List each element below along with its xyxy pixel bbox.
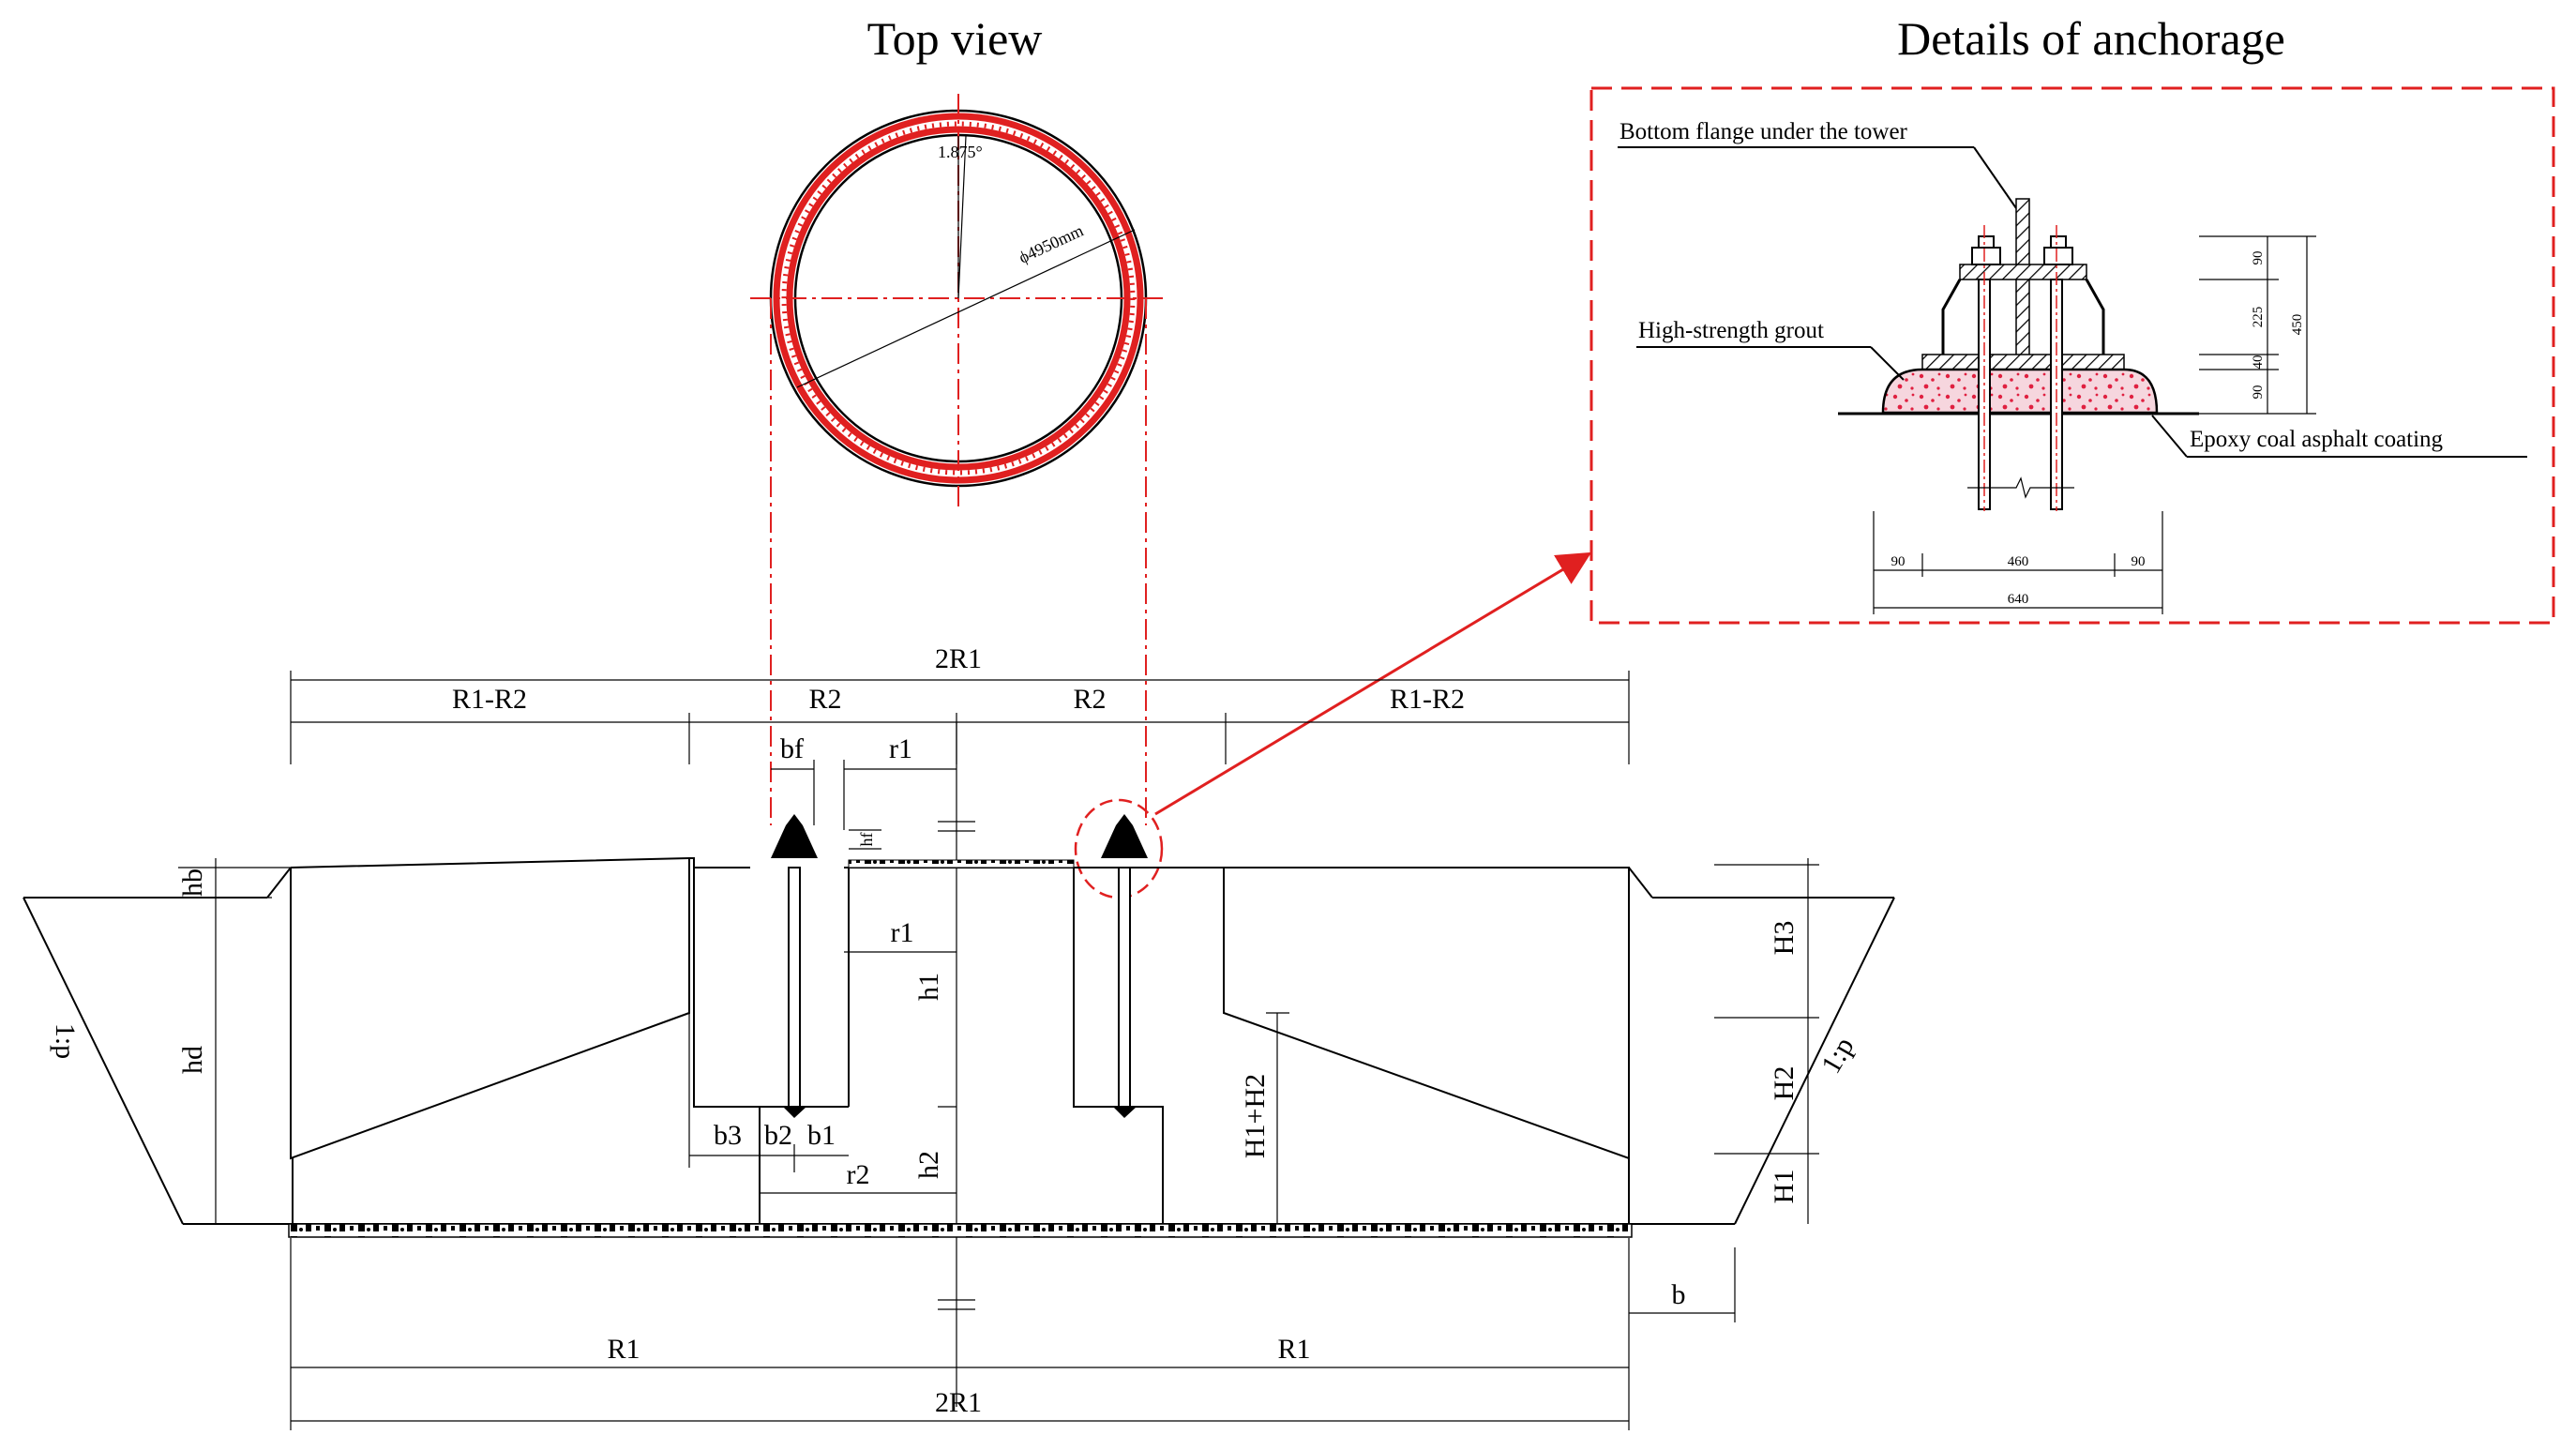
dim-top-total: 2R1 [935,643,982,674]
dim-b3: b3 [714,1120,742,1151]
dim-v4: 90 [2251,385,2266,400]
dim-r2-right: R2 [1073,684,1106,715]
dim-cap-h3: H3 [1769,921,1800,956]
dim-h-total: 640 [2008,592,2029,607]
anchorage-detail-frame [1589,86,2555,625]
dim-r1-mid: r1 [891,917,914,948]
dim-h1-plus-h2: H1+H2 [1240,1074,1271,1158]
dim-b2: b2 [764,1120,792,1151]
dim-r1-bottom-left: R1 [607,1334,640,1365]
dim-v1: 90 [2251,251,2266,265]
dim-cap-h1: H1 [1769,1170,1800,1204]
dim-h1: 90 [1891,554,1906,569]
dim-cap-h2: H2 [1769,1066,1800,1101]
dim-r2: r2 [847,1159,870,1190]
grout-label: High-strength grout [1638,318,1824,343]
anchorage-detail: Bottom flange under the tower High-stren… [1618,119,2527,614]
dim-h2: h2 [913,1151,944,1179]
dim-hb: hb [177,868,208,897]
top-view-ring: 1.875° ϕ4950mm [750,94,1167,506]
dim-v3: 40 [2251,355,2266,370]
dim-hf: hf [857,833,876,847]
dim-hd: hd [177,1046,208,1074]
anchorage-title: Details of anchorage [1897,12,2285,65]
slope-left: 1:p [50,1023,81,1059]
dim-h2: 460 [2008,554,2029,569]
bottom-flange-label: Bottom flange under the tower [1619,119,1908,144]
dim-bottom-total: 2R1 [935,1387,982,1418]
dim-v-total: 450 [2290,314,2305,336]
slope-right: 1:p [1815,1032,1860,1079]
coating-label: Epoxy coal asphalt coating [2190,427,2444,452]
foundation-section: 2R1 R1-R2 R2 R2 R1-R2 bf r1 hf [23,643,1895,1430]
angle-label: 1.875° [938,143,983,161]
top-view-title: Top view [867,12,1043,65]
dim-r1-r2-right: R1-R2 [1390,684,1465,715]
dim-r1-bottom-right: R1 [1277,1334,1310,1365]
dim-r1-r2-left: R1-R2 [452,684,527,715]
dim-h1: h1 [913,973,944,1001]
dim-r2-left: R2 [808,684,841,715]
dim-v2: 225 [2251,307,2266,328]
dim-b1: b1 [807,1120,836,1151]
diameter-label: ϕ4950mm [1016,220,1086,266]
dim-h3: 90 [2132,554,2146,569]
dim-r1-top: r1 [889,733,912,764]
dim-bf: bf [780,733,804,764]
dim-b: b [1672,1279,1686,1310]
callout-arrow [1154,551,1592,816]
